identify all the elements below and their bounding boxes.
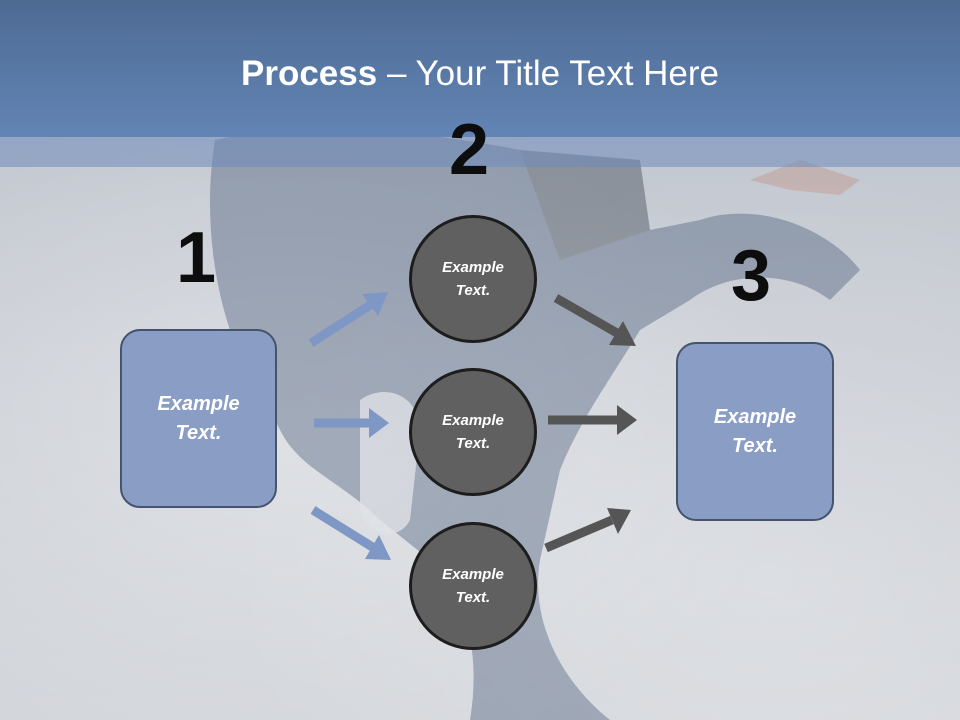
title-rest: – Your Title Text Here [377, 54, 719, 93]
step-1-box: Example Text. [120, 329, 277, 508]
title-bar [0, 0, 960, 137]
step-2-circle-top: Example Text. [409, 215, 537, 343]
title-band [0, 137, 960, 167]
arrow-top-to-3 [553, 294, 636, 346]
step-number-1: 1 [176, 218, 217, 298]
step-number-2: 2 [449, 110, 490, 190]
step-number-3: 3 [731, 236, 772, 316]
arrow-1-to-middle [314, 408, 389, 438]
step-2-circle-bottom: Example Text. [409, 522, 537, 650]
circle-bottom-label: Example Text. [442, 566, 504, 606]
step-3-label: Example Text. [713, 405, 797, 457]
arrow-1-to-top [308, 292, 388, 347]
slide-title: Process – Your Title Text Here [0, 52, 960, 96]
arrow-middle-to-3 [548, 405, 637, 435]
circle-middle-label: Example Text. [442, 412, 504, 452]
arrow-bottom-to-3 [544, 508, 631, 553]
circle-top-label: Example Text. [442, 259, 504, 299]
title-bold: Process [241, 54, 378, 93]
step-3-box: Example Text. [676, 342, 834, 521]
step-2-circle-middle: Example Text. [409, 368, 537, 496]
step-1-label: Example Text. [157, 392, 240, 444]
arrow-1-to-bottom [310, 506, 391, 560]
